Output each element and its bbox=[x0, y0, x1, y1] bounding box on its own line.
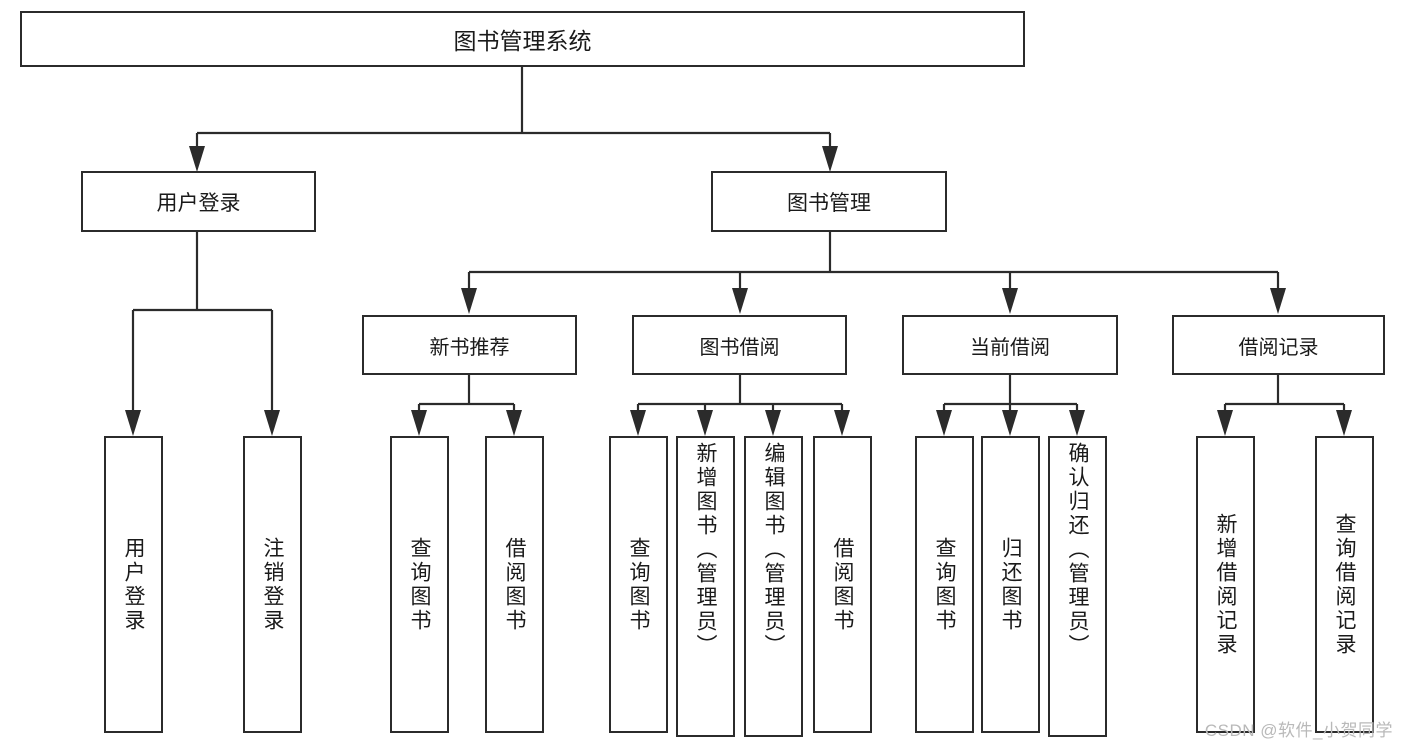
node-root-book-management-system[interactable]: 图书管理系统 bbox=[20, 11, 1025, 67]
leaf-current-borrow-return-book[interactable]: 归还图书 bbox=[981, 436, 1040, 733]
leaf-book-borrow-edit-book-admin[interactable]: 编辑图书（管理员） bbox=[744, 436, 803, 737]
leaf-new-book-borrow-book[interactable]: 借阅图书 bbox=[485, 436, 544, 733]
leaf-user-login-logout[interactable]: 注销登录 bbox=[243, 436, 302, 733]
leaf-current-borrow-confirm-return-admin[interactable]: 确认归还（管理员） bbox=[1048, 436, 1107, 737]
leaf-new-book-query-book[interactable]: 查询图书 bbox=[390, 436, 449, 733]
leaf-borrow-records-add-record[interactable]: 新增借阅记录 bbox=[1196, 436, 1255, 733]
leaf-user-login-login[interactable]: 用户登录 bbox=[104, 436, 163, 733]
leaf-book-borrow-query-book[interactable]: 查询图书 bbox=[609, 436, 668, 733]
leaf-borrow-records-query-record[interactable]: 查询借阅记录 bbox=[1315, 436, 1374, 733]
node-new-book-recommend[interactable]: 新书推荐 bbox=[362, 315, 577, 375]
watermark: CSDN @软件_小贺同学 bbox=[1204, 721, 1393, 740]
leaf-book-borrow-borrow-book[interactable]: 借阅图书 bbox=[813, 436, 872, 733]
node-borrow-records[interactable]: 借阅记录 bbox=[1172, 315, 1385, 375]
node-current-borrow[interactable]: 当前借阅 bbox=[902, 315, 1118, 375]
node-book-management[interactable]: 图书管理 bbox=[711, 171, 947, 232]
leaf-current-borrow-query-book[interactable]: 查询图书 bbox=[915, 436, 974, 733]
node-user-login[interactable]: 用户登录 bbox=[81, 171, 316, 232]
node-book-borrow[interactable]: 图书借阅 bbox=[632, 315, 847, 375]
leaf-book-borrow-add-book-admin[interactable]: 新增图书（管理员） bbox=[676, 436, 735, 737]
